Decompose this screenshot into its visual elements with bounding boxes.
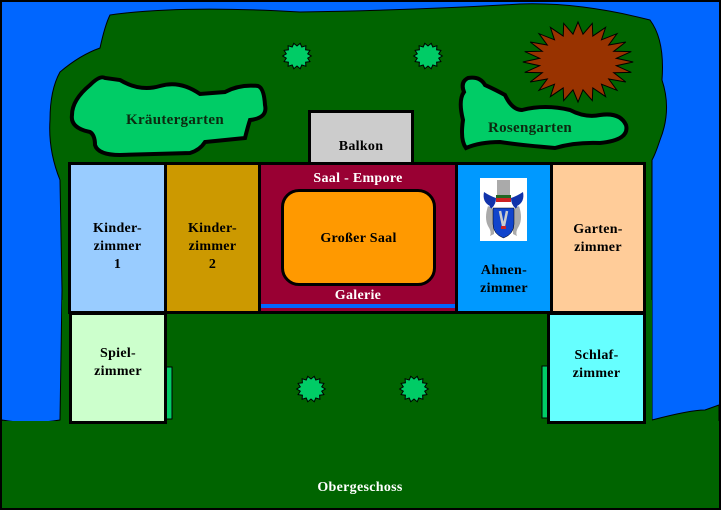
lawn-bottom bbox=[2, 421, 719, 508]
label-grosser-saal: Großer Saal bbox=[320, 231, 397, 246]
label-kinderzimmer-2: Kinder- zimmer 2 bbox=[187, 221, 238, 272]
shrub-icon bbox=[281, 42, 313, 70]
room-gartenzimmer[interactable] bbox=[550, 162, 646, 314]
shrub-icon bbox=[295, 375, 327, 403]
label-rosengarten: Rosengarten bbox=[487, 120, 573, 136]
label-spielzimmer: Spiel- zimmer bbox=[94, 346, 142, 379]
rosengarten-bed[interactable] bbox=[458, 75, 629, 151]
kraeutergarten-bed[interactable] bbox=[69, 75, 268, 158]
floor-title: Obergeschoss bbox=[317, 480, 403, 495]
shrub-icon bbox=[398, 375, 430, 403]
label-galerie: Galerie bbox=[334, 288, 382, 303]
label-kraeutergarten: Kräutergarten bbox=[125, 112, 225, 128]
room-spielzimmer[interactable] bbox=[69, 312, 167, 424]
galerie-rail bbox=[261, 304, 455, 308]
label-ahnenzimmer: Ahnen- zimmer bbox=[480, 263, 528, 296]
label-balkon: Balkon bbox=[338, 139, 384, 154]
label-gartenzimmer: Garten- zimmer bbox=[573, 222, 623, 255]
room-schlafzimmer[interactable] bbox=[547, 312, 646, 424]
label-kinderzimmer-1: Kinder- zimmer 1 bbox=[92, 221, 143, 272]
shrub-icon bbox=[412, 42, 444, 70]
tree-brown-icon bbox=[522, 20, 634, 104]
coat-of-arms-icon bbox=[480, 178, 527, 241]
label-schlafzimmer: Schlaf- zimmer bbox=[572, 348, 621, 381]
room-kinderzimmer-2[interactable] bbox=[164, 162, 261, 314]
room-balkon[interactable] bbox=[308, 110, 414, 167]
label-saal-empore: Saal - Empore bbox=[313, 171, 403, 186]
room-grosser-saal[interactable] bbox=[281, 189, 436, 286]
